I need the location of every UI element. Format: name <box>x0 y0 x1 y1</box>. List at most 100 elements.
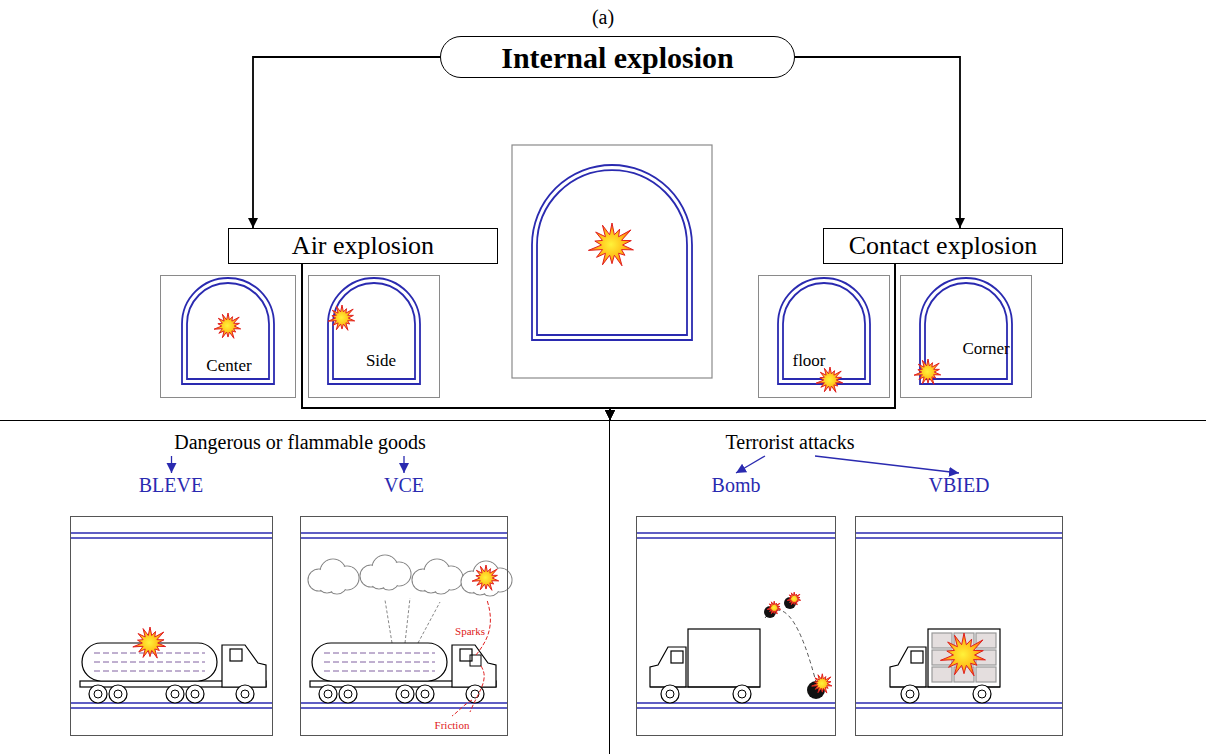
wheel-hub <box>666 690 674 698</box>
tunnel-wall-line <box>301 532 507 534</box>
connector-arrow <box>302 264 610 420</box>
explosion-symbol <box>588 223 633 266</box>
tunnel-lining <box>328 278 420 384</box>
cargo-box <box>928 629 1000 687</box>
tunnel-wall-line <box>71 707 272 709</box>
vapor-cloud-fill <box>371 572 387 588</box>
tank <box>312 643 447 681</box>
crate <box>932 667 952 682</box>
tunnel-lining <box>187 283 269 379</box>
spark-trail <box>452 600 490 716</box>
wheel-hub <box>94 690 102 698</box>
tunnel-lining <box>778 278 870 384</box>
wheel-hub <box>191 690 199 698</box>
wheel-hub <box>324 690 332 698</box>
wheel <box>236 685 254 703</box>
connector-arrow <box>302 264 610 420</box>
explosion-symbol <box>787 592 801 605</box>
node-label: Center <box>206 357 251 376</box>
cab-window <box>911 651 923 663</box>
tunnel-wall-line <box>856 532 1062 534</box>
connector-arrow <box>736 456 765 473</box>
tunnel-wall-line <box>301 707 507 709</box>
node-label: Contact explosion <box>849 232 1037 261</box>
node-label: VCE <box>384 474 424 496</box>
connector-arrow <box>253 57 440 228</box>
tunnel-case-box: Corner <box>900 275 1032 398</box>
liquid-level <box>94 671 205 672</box>
connector-arrow <box>610 264 895 420</box>
picture-frame <box>70 516 273 736</box>
wheel <box>186 685 204 703</box>
tunnel-section-frame <box>512 145 712 378</box>
annotation-label: Friction <box>435 719 470 731</box>
scenario-box: Bomb <box>636 473 836 736</box>
tunnel-wall-line <box>71 532 272 534</box>
cab-window <box>230 649 242 661</box>
wheel-hub <box>401 690 409 698</box>
crate <box>976 667 996 682</box>
vapor-leak <box>405 598 410 643</box>
explosion-symbol <box>328 305 355 330</box>
tunnel-case-box: Center <box>160 275 296 398</box>
tunnel-lining <box>532 165 692 340</box>
wheel <box>166 685 184 703</box>
tunnel-lining <box>182 278 274 384</box>
truck-cab <box>452 645 496 687</box>
picture-frame <box>636 516 836 736</box>
wheel-hub <box>114 690 122 698</box>
crate <box>976 633 996 648</box>
wheel-hub <box>471 690 479 698</box>
truck-cab <box>890 647 926 687</box>
wheel <box>901 685 919 703</box>
wheel <box>89 685 107 703</box>
connector-arrow <box>403 456 404 473</box>
explosion-symbol <box>914 359 941 384</box>
wheel <box>416 685 434 703</box>
connector-arrow <box>610 264 895 420</box>
liquid-level <box>324 662 435 663</box>
wheel-hub <box>738 690 746 698</box>
node-label: Internal explosion <box>501 41 734 74</box>
explosion-symbol <box>816 367 843 392</box>
node-label: Corner <box>962 340 1009 359</box>
vapor-cloud-fill <box>423 576 439 592</box>
wheel <box>733 685 751 703</box>
wheel <box>319 685 337 703</box>
liquid-level <box>94 662 205 663</box>
wheel-hub <box>421 690 429 698</box>
wheel-hub <box>171 690 179 698</box>
scenario-panel: BombVBIEDTerrorist attacks <box>610 420 1206 754</box>
explosion-symbol <box>214 313 241 338</box>
node-label: floor <box>792 352 825 371</box>
wheel <box>109 685 127 703</box>
wheel <box>396 685 414 703</box>
picture-frame <box>855 516 1063 736</box>
cargo-box <box>688 629 760 687</box>
scenario-box: VCESparksFriction <box>300 473 508 736</box>
category-box: Contact explosion <box>823 228 1063 264</box>
explosion-symbol <box>940 633 985 676</box>
connector-arrow <box>795 57 960 228</box>
tunnel-wall-line <box>856 707 1062 709</box>
connector-arrow <box>171 456 172 473</box>
scenario-panel: BLEVEVCESparksFrictionDangerous or flamm… <box>0 420 610 754</box>
figure-label: (a) <box>592 6 614 29</box>
scenario-box: BLEVE <box>70 473 273 736</box>
connector-arrow <box>815 456 959 473</box>
liquid-level <box>324 653 435 654</box>
tunnel-wall-line <box>637 532 835 534</box>
wheel-hub <box>906 690 914 698</box>
node-label: Bomb <box>712 474 761 496</box>
liquid-level <box>324 671 435 672</box>
throw-trajectory <box>765 610 818 690</box>
spark-source <box>470 655 481 666</box>
explosion-symbol <box>133 627 166 658</box>
wheel-hub <box>241 690 249 698</box>
tunnel-lining <box>783 283 865 379</box>
tunnel-case-box: floor <box>758 275 890 398</box>
explosion-symbol <box>472 565 499 590</box>
root-box: Internal explosion <box>440 36 795 78</box>
